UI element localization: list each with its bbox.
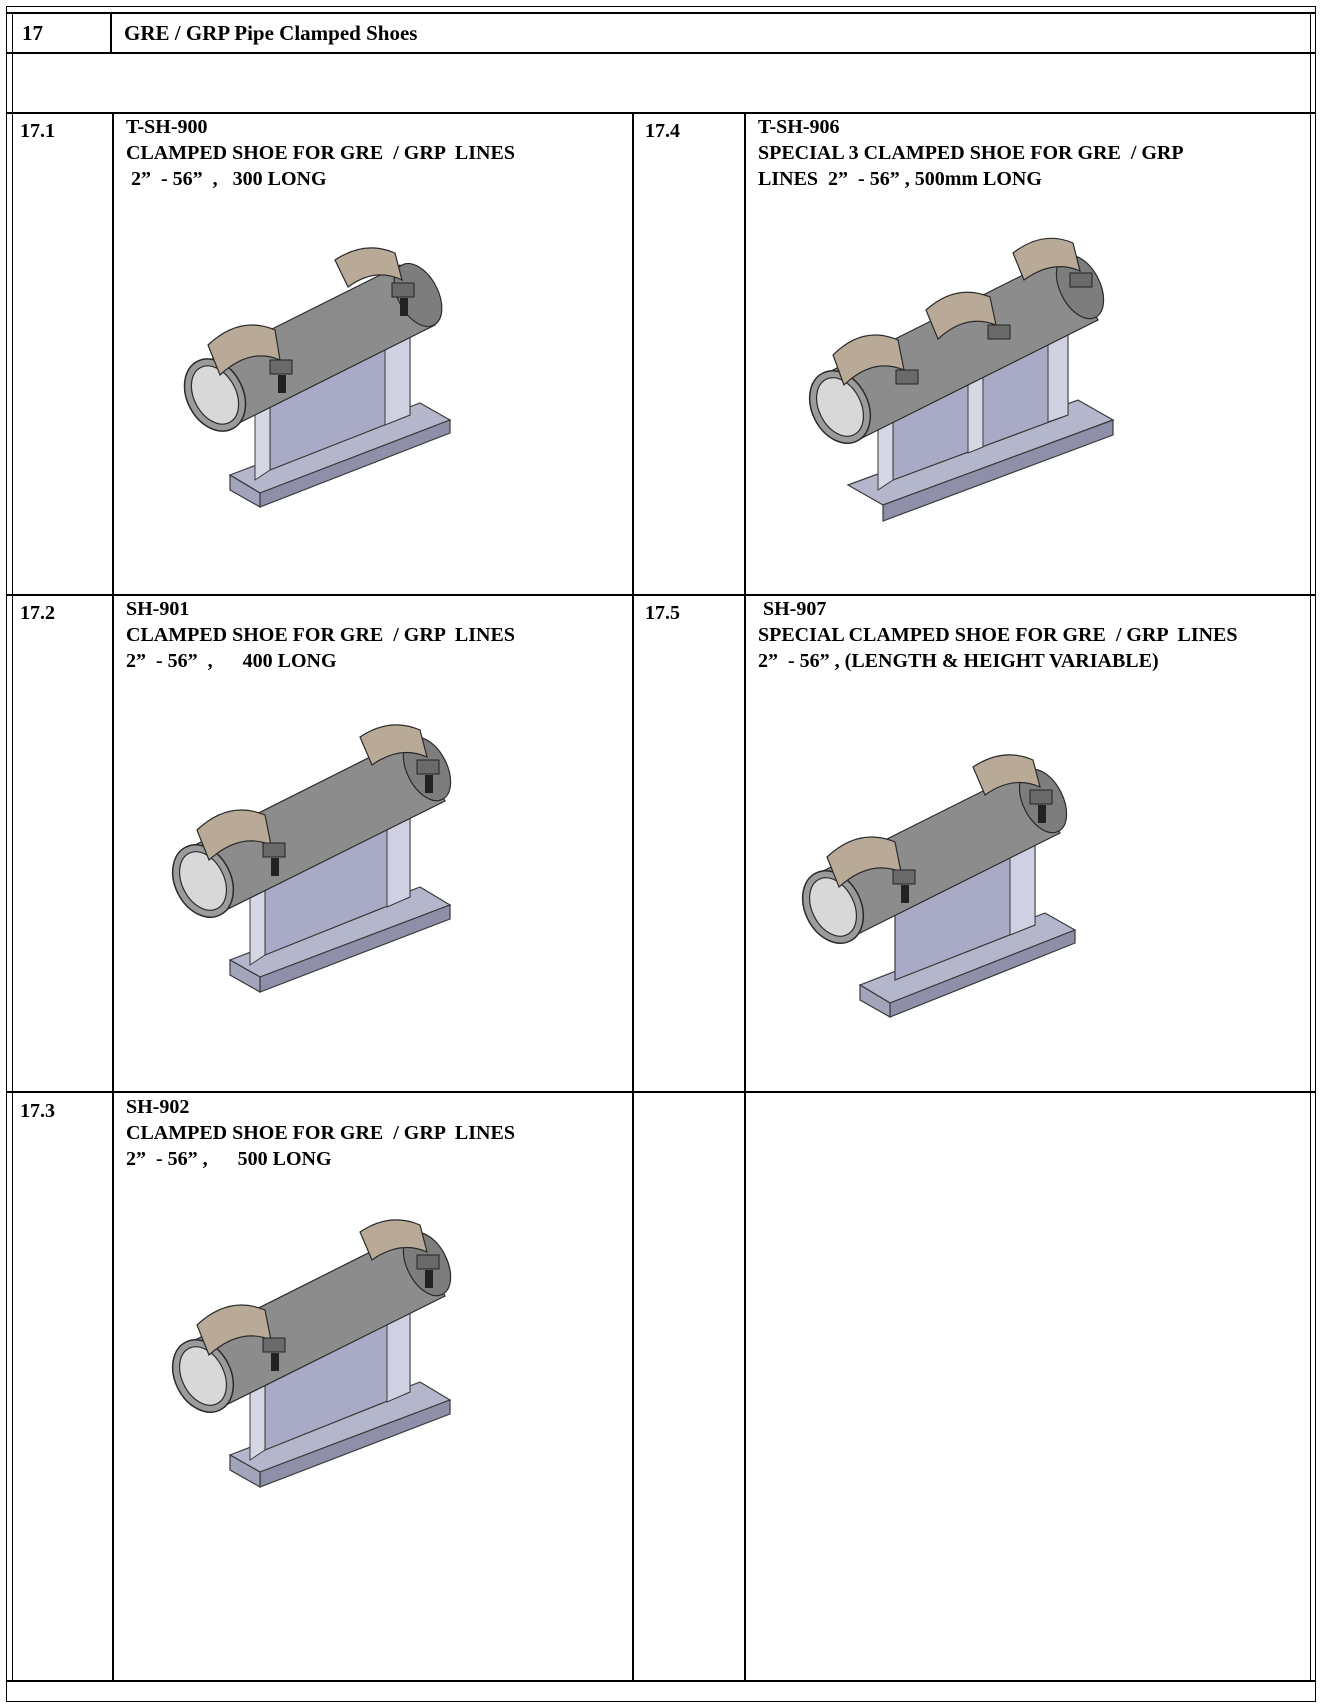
item-code: T-SH-906 <box>758 116 840 138</box>
item-size: LINES 2” - 56” , 500mm LONG <box>758 168 1042 190</box>
pipe <box>808 254 1105 444</box>
pipe <box>801 768 1068 944</box>
document-frame <box>6 6 1316 1702</box>
table-rule <box>112 112 114 1682</box>
clamped-shoe-drawing <box>808 237 1115 522</box>
pipe-clamp <box>207 247 415 393</box>
table-rule <box>6 112 1316 114</box>
section-title: GRE / GRP Pipe Clamped Shoes <box>124 21 418 45</box>
table-rule <box>6 1680 1316 1682</box>
item-size: 2” - 56” , 500 LONG <box>126 1148 332 1170</box>
pipe-clamp <box>196 1219 440 1371</box>
clamped-shoe-drawing <box>801 754 1077 1019</box>
item-number: 17.3 <box>20 1100 55 1122</box>
item-description: CLAMPED SHOE FOR GRE / GRP LINES <box>126 624 515 646</box>
item-code: SH-901 <box>126 598 190 620</box>
table-rule <box>6 12 1316 14</box>
table-rule <box>6 594 1316 596</box>
item-size: 2” - 56” , 300 LONG <box>126 168 327 190</box>
pipe <box>183 262 443 432</box>
item-description: CLAMPED SHOE FOR GRE / GRP LINES <box>126 1122 515 1144</box>
item-number: 17.1 <box>20 120 55 142</box>
item-description: SPECIAL CLAMPED SHOE FOR GRE / GRP LINES <box>758 624 1238 646</box>
item-number: 17.4 <box>645 120 680 142</box>
table-rule <box>6 1091 1316 1093</box>
pipe-clamp <box>832 237 1093 387</box>
item-number: 17.5 <box>645 602 680 624</box>
pipe-clamp <box>826 754 1053 903</box>
table-rule <box>110 12 112 54</box>
table-rule <box>632 112 634 1682</box>
table-rule <box>1310 12 1311 1682</box>
item-size: 2” - 56” , 400 LONG <box>126 650 337 672</box>
table-rule <box>744 112 746 1682</box>
item-code: SH-902 <box>126 1096 190 1118</box>
clamped-shoe-drawing <box>183 247 452 509</box>
item-description: SPECIAL 3 CLAMPED SHOE FOR GRE / GRP <box>758 142 1184 164</box>
item-code: SH-907 <box>758 598 827 620</box>
item-number: 17.2 <box>20 602 55 624</box>
pipe-clamp <box>196 724 440 876</box>
section-number: 17 <box>22 21 43 45</box>
item-description: CLAMPED SHOE FOR GRE / GRP LINES <box>126 142 515 164</box>
clamped-shoe-drawing <box>171 1219 452 1489</box>
table-rule <box>6 52 1316 54</box>
item-code: T-SH-900 <box>126 116 208 138</box>
item-size: 2” - 56” , (LENGTH & HEIGHT VARIABLE) <box>758 650 1159 672</box>
clamped-shoe-drawing <box>171 724 452 994</box>
table-rule <box>12 12 13 1682</box>
